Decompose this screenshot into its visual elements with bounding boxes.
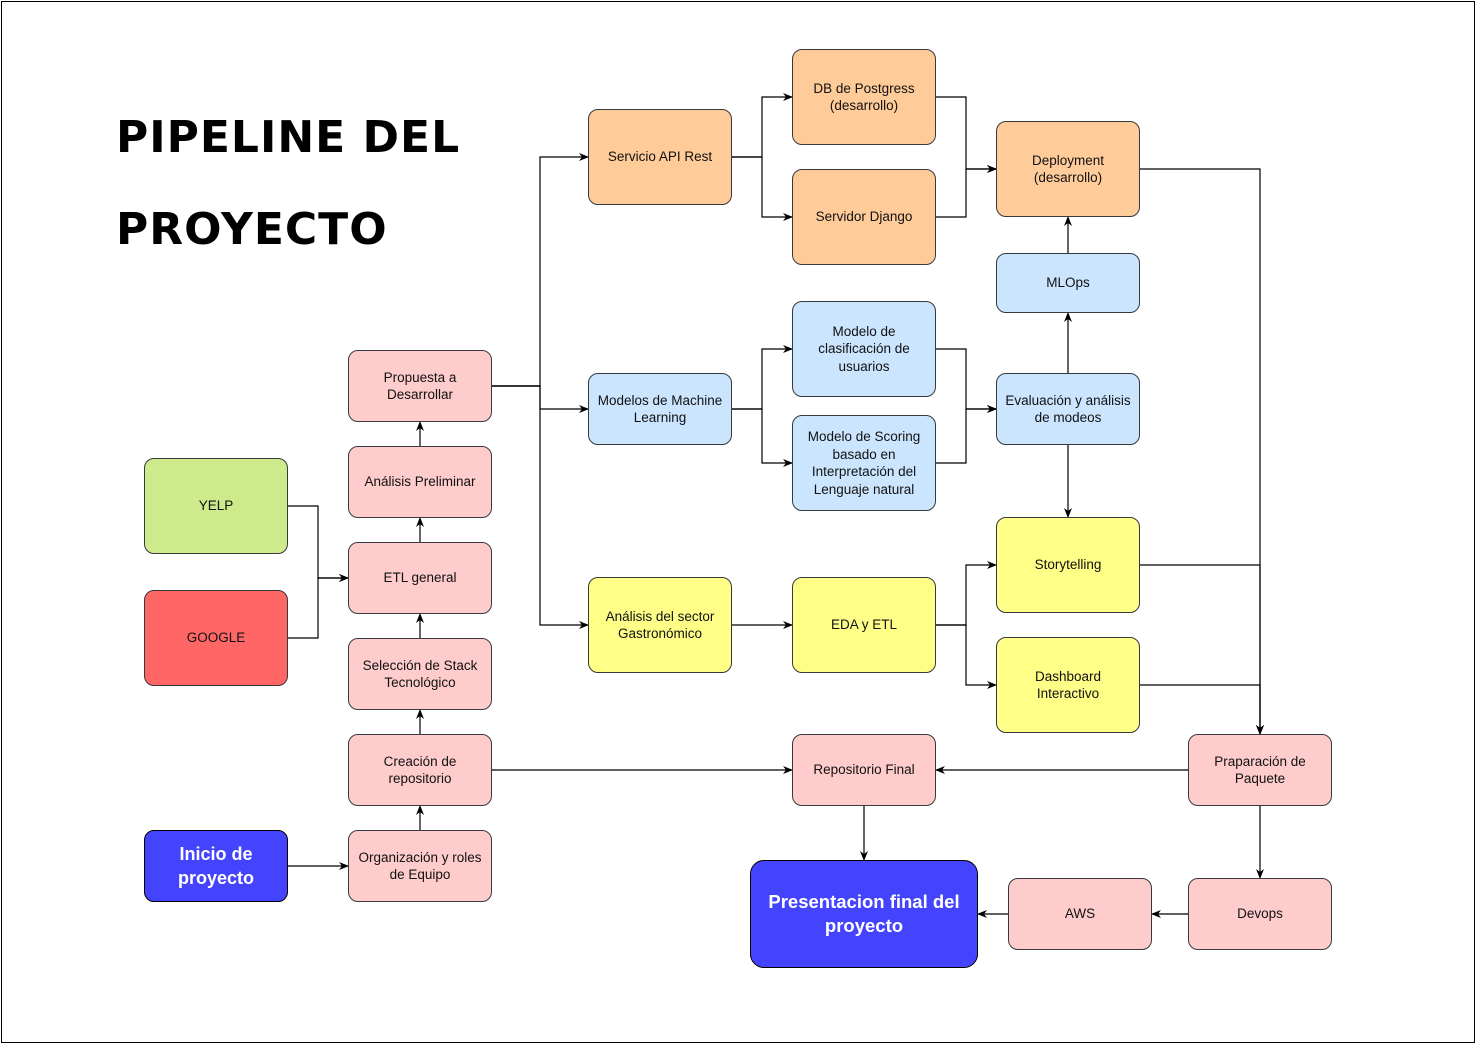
edge-deployment-paquete (1140, 168, 1264, 735)
node-servicio-api-rest: Servicio API Rest (588, 109, 732, 205)
node-inicio-proyecto: Inicio de proyecto (144, 830, 288, 902)
node-presentacion-final: Presentacion final del proyecto (750, 860, 978, 968)
node-aws: AWS (1008, 878, 1152, 950)
edge-db-deployment (936, 96, 997, 173)
edge-ml-clasificacion (732, 345, 793, 410)
node-google: GOOGLE (144, 590, 288, 686)
edge-ml-scoring (732, 408, 793, 467)
node-modelos-machine-learning: Modelos de Machine Learning (588, 373, 732, 445)
title-line-1: PIPELINE DEL (116, 112, 461, 163)
node-dashboard-interactivo: Dashboard Interactivo (996, 637, 1140, 733)
node-eda-etl: EDA y ETL (792, 577, 936, 673)
node-mlops: MLOps (996, 253, 1140, 313)
edge-eda-storytelling (936, 561, 997, 626)
edge-google-etl (288, 574, 349, 639)
edge-api-django (732, 156, 793, 221)
node-storytelling: Storytelling (996, 517, 1140, 613)
node-repositorio-final: Repositorio Final (792, 734, 936, 806)
node-seleccion-stack: Selección de Stack Tecnológico (348, 638, 492, 710)
node-yelp: YELP (144, 458, 288, 554)
node-evaluacion-modelos: Evaluación y análisis de modeos (996, 373, 1140, 445)
edge-api-db (732, 93, 793, 158)
edge-storytelling-paquete (1140, 564, 1264, 735)
title-line-2: PROYECTO (116, 204, 388, 255)
edge-eda-dashboard (936, 624, 997, 689)
node-db-postgress: DB de Postgress (desarrollo) (792, 49, 936, 145)
node-deployment: Deployment (desarrollo) (996, 121, 1140, 217)
edge-django-deployment (936, 165, 997, 218)
node-modelo-scoring: Modelo de Scoring basado en Interpretaci… (792, 415, 936, 511)
node-servidor-django: Servidor Django (792, 169, 936, 265)
edge-scoring-evaluacion (936, 405, 997, 464)
node-creacion-repositorio: Creación de repositorio (348, 734, 492, 806)
edge-propuesta-sector (492, 385, 589, 629)
node-devops: Devops (1188, 878, 1332, 950)
edge-propuesta-api (492, 153, 589, 387)
node-etl-general: ETL general (348, 542, 492, 614)
node-modelo-clasificacion: Modelo de clasificación de usuarios (792, 301, 936, 397)
edge-yelp-etl (288, 505, 349, 582)
node-preparacion-paquete: Praparación de Paquete (1188, 734, 1332, 806)
node-organizacion-equipo: Organización y roles de Equipo (348, 830, 492, 902)
edge-dashboard-paquete (1140, 684, 1264, 735)
node-analisis-preliminar: Análisis Preliminar (348, 446, 492, 518)
node-analisis-sector: Análisis del sector Gastronómico (588, 577, 732, 673)
diagram-title: PIPELINE DEL PROYECTO (116, 92, 536, 276)
node-propuesta-desarrollar: Propuesta a Desarrollar (348, 350, 492, 422)
edge-clasificacion-evaluacion (936, 348, 997, 413)
